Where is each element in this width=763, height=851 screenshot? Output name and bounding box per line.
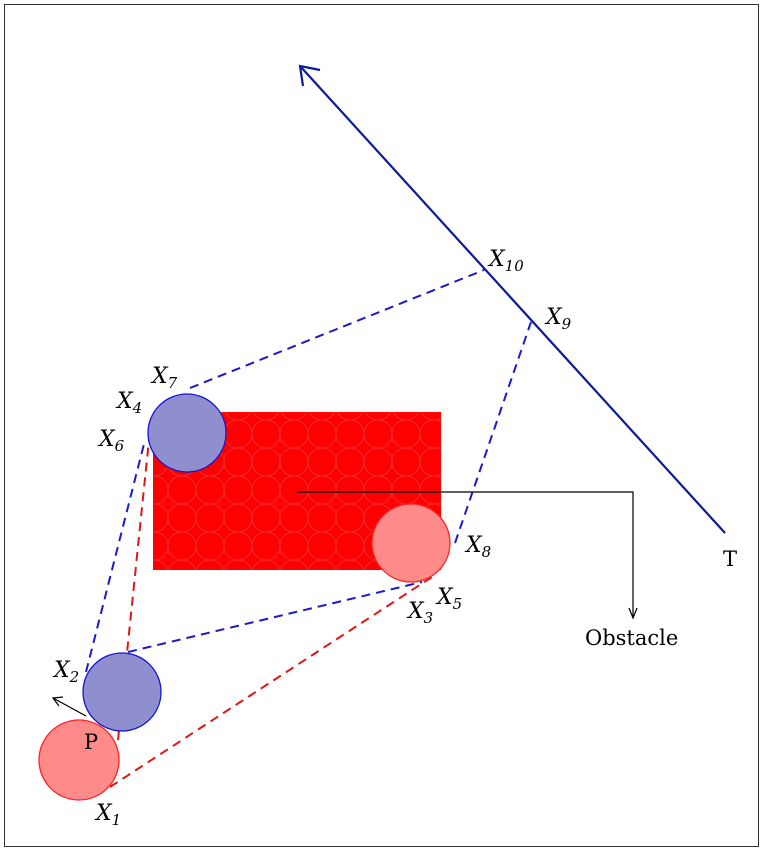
label-x9: X9: [544, 305, 572, 333]
dash-x2-x5: [127, 581, 423, 653]
figure-border: [4, 4, 759, 847]
label-x1: X1: [94, 801, 121, 829]
dash-x2-x6: [85, 439, 146, 673]
label-t: T: [723, 547, 737, 571]
blue-disk-x2: [82, 652, 162, 732]
label-x2: X2: [52, 658, 79, 686]
label-p: P: [84, 730, 98, 754]
dash-x7-x10: [189, 269, 485, 389]
blue-dashed-lines: [85, 269, 532, 673]
label-x8: X8: [464, 533, 491, 561]
blue-disk-x7: [147, 393, 227, 473]
label-x5: X5: [435, 585, 462, 613]
target-trajectory: [298, 64, 726, 534]
trajectory-line: [299, 65, 726, 534]
red-disk-x5: [371, 503, 451, 583]
dash-x1-x3: [109, 576, 433, 788]
label-x10: X10: [487, 247, 524, 275]
red-disk-p: [38, 719, 120, 801]
dash-x8-x9: [454, 321, 532, 544]
label-x6: X6: [97, 427, 125, 455]
label-x4: X4: [115, 389, 142, 417]
label-obstacle: Obstacle: [585, 626, 678, 650]
label-x3: X3: [406, 599, 433, 627]
p-direction-arrow: [51, 696, 87, 717]
obstacle-pointer: [297, 491, 638, 620]
label-x7: X7: [150, 364, 178, 392]
trajectory-arrowhead: [298, 64, 321, 87]
